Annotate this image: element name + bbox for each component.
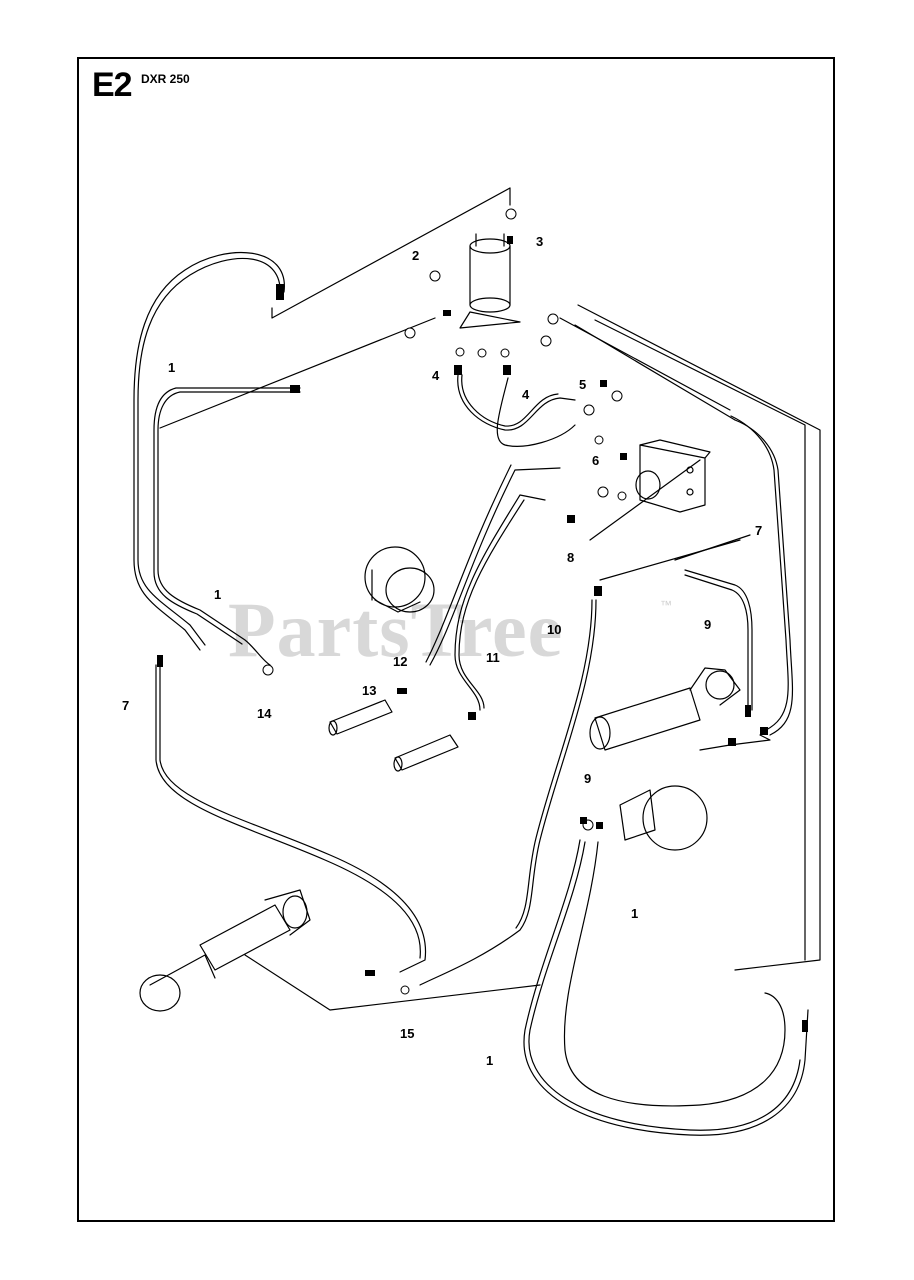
hose-7-right (734, 419, 794, 736)
callout-1-hose-top-left: 1 (168, 360, 176, 375)
hydraulic-motor-bottom (619, 785, 708, 851)
hose-4-right (496, 377, 576, 447)
callout-3: 3 (536, 234, 544, 249)
callout-5: 5 (579, 377, 587, 392)
frame-outline-right-inner (594, 319, 806, 961)
callout-4-left: 4 (432, 368, 440, 383)
hose-7-left-b (155, 664, 421, 959)
hose-4-left-b (461, 374, 559, 427)
hose-7-right-b (730, 415, 789, 731)
hose-12-b (425, 464, 512, 663)
cylinder-13 (328, 699, 393, 736)
callout-7-left: 7 (122, 698, 130, 713)
pipe-leader-7 (674, 534, 751, 561)
callout-8: 8 (567, 550, 575, 565)
hose-7-left (159, 664, 427, 973)
callout-1-bottom: 1 (486, 1053, 494, 1068)
callout-9-right: 9 (704, 617, 712, 632)
pipe-leader-10 (599, 539, 741, 581)
reservoir-tank (459, 233, 521, 329)
hose-15-bottom (244, 954, 541, 1011)
callout-2: 2 (412, 248, 420, 263)
cylinder-bottom-left (139, 889, 311, 1012)
callout-1-bottom-right: 1 (631, 906, 639, 921)
frame-outline-top (271, 187, 511, 319)
hose-1-top-left-b (133, 252, 285, 651)
hose-10-b (515, 599, 593, 929)
hose-9-right-b (684, 574, 749, 711)
diagram-frame (77, 57, 835, 1222)
callout-6: 6 (592, 453, 600, 468)
callout-12: 12 (393, 654, 408, 669)
frame-outline-left (159, 317, 436, 429)
callout-14: 14 (257, 706, 272, 721)
callout-15: 15 (400, 1026, 415, 1041)
hose-10 (419, 599, 597, 986)
hose-1-bottom (523, 839, 809, 1136)
hose-1-top-left (137, 257, 281, 646)
callout-11: 11 (486, 650, 500, 665)
cylinder-11 (393, 734, 459, 772)
hose-1-bottom-b (528, 841, 801, 1131)
frame-outline-right (577, 304, 821, 971)
watermark: PartsTree (228, 586, 564, 673)
hose-12 (429, 467, 561, 666)
hose-1-bottom-inner (563, 841, 786, 1107)
hose-1-mid-b (153, 387, 301, 645)
valve-block (635, 439, 711, 513)
pipe-right-main (699, 734, 771, 751)
pipe-right-long-b (559, 317, 731, 411)
page-code: E2 (92, 66, 133, 104)
cylinder-right (589, 667, 741, 751)
hose-4-left (457, 374, 576, 431)
callout-9-bottom: 9 (584, 771, 592, 786)
callout-10: 10 (547, 622, 562, 637)
watermark-trademark: ™ (660, 598, 672, 612)
hose-11 (454, 494, 546, 711)
hose-9-right (684, 569, 753, 711)
hose-1-mid (157, 391, 301, 666)
callout-7-right: 7 (755, 523, 763, 538)
callout-4-right: 4 (522, 387, 530, 402)
pipe-mid-link (589, 459, 701, 541)
hydraulic-motor-top (364, 546, 435, 613)
model-label: DXR 250 (141, 72, 190, 86)
hose-11-b (458, 499, 525, 709)
callout-13: 13 (362, 683, 377, 698)
callout-1-motor: 1 (214, 587, 222, 602)
